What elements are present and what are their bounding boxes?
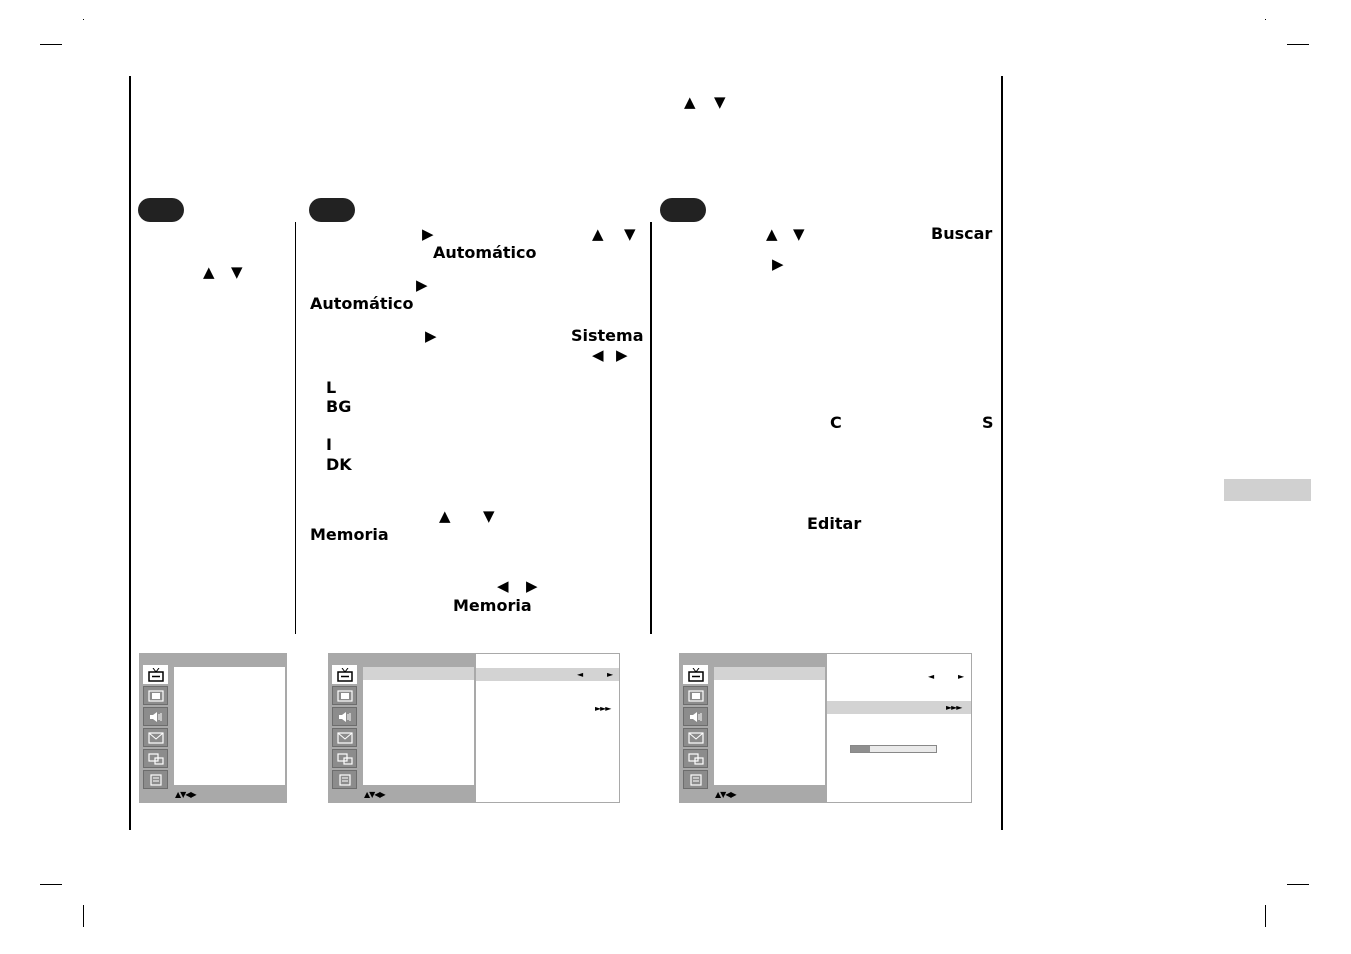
left-arrow-icon: ◀ (497, 577, 509, 595)
step-3-badge (660, 198, 706, 222)
osd-menu-selected-row (714, 667, 825, 680)
time-icon (332, 728, 357, 747)
crop-dot (1265, 19, 1266, 20)
editar-label: Editar (807, 514, 862, 533)
crop-mark (83, 905, 84, 927)
step-2-badge (309, 198, 355, 222)
osd-menu-screen-3: ▲▼◀▶ (679, 653, 827, 803)
automatico-label: Automático (433, 243, 537, 262)
osd-menu-selected-row (363, 667, 474, 680)
system-option-l: L (326, 378, 337, 397)
system-option-bg: BG (326, 397, 352, 416)
right-arrow-icon: ▶ (616, 346, 628, 364)
up-arrow-icon: ▲ (203, 263, 215, 281)
right-arrow-icon: ▶ (425, 327, 437, 345)
osd-nav-hint: ▲▼◀▶ (175, 790, 197, 799)
osd-submenu-panel: ◄ ► ►►► (476, 653, 620, 803)
step-1-badge (138, 198, 184, 222)
screen-icon (143, 770, 168, 789)
right-arrow-icon: ▶ (416, 276, 428, 294)
system-option-i: I (326, 435, 332, 454)
osd-menu-screen-2: ▲▼◀▶ (328, 653, 476, 803)
small-right-arrow-icon: ► (607, 670, 614, 679)
osd-menu-icon-column (683, 665, 711, 791)
search-progress-fill (851, 746, 870, 752)
screen-icon (332, 770, 357, 789)
down-arrow-icon: ▼ (793, 225, 805, 243)
system-option-dk: DK (326, 455, 352, 474)
down-arrow-icon: ▼ (231, 263, 243, 281)
sound-icon (332, 707, 357, 726)
right-arrow-icon: ▶ (526, 577, 538, 595)
sistema-label: Sistema (571, 326, 644, 345)
tv-station-icon (683, 665, 708, 684)
enter-submenu-arrows-icon: ►►► (946, 703, 963, 712)
tv-station-icon (332, 665, 357, 684)
up-arrow-icon: ▲ (439, 507, 451, 525)
osd-menu-list (363, 667, 474, 785)
left-arrow-icon: ◀ (592, 346, 604, 364)
osd-submenu-selected-row (827, 701, 971, 714)
osd-menu-list (174, 667, 285, 785)
special-icon (683, 749, 708, 768)
column-rule-2 (650, 222, 652, 634)
crop-mark (1265, 905, 1266, 927)
enter-submenu-arrows-icon: ►►► (595, 704, 612, 713)
search-progress-bar (850, 745, 937, 753)
crop-mark (40, 44, 62, 45)
osd-nav-hint: ▲▼◀▶ (715, 790, 737, 799)
osd-nav-hint: ▲▼◀▶ (364, 790, 386, 799)
osd-menu-icon-column (332, 665, 360, 791)
page-left-rule (129, 76, 131, 830)
letter-s-label: S (982, 413, 994, 432)
osd-menu-list (714, 667, 825, 785)
crop-mark (1287, 884, 1309, 885)
up-arrow-icon: ▲ (592, 225, 604, 243)
automatico-label: Automático (310, 294, 414, 313)
time-icon (683, 728, 708, 747)
right-arrow-icon: ▶ (772, 255, 784, 273)
page-right-rule (1001, 76, 1003, 830)
crop-dot (83, 19, 84, 20)
screen-icon (683, 770, 708, 789)
crop-mark (40, 884, 62, 885)
down-arrow-icon: ▼ (714, 93, 726, 111)
picture-icon (143, 686, 168, 705)
memoria-label: Memoria (453, 596, 532, 615)
special-icon (332, 749, 357, 768)
sound-icon (143, 707, 168, 726)
osd-menu-icon-column (143, 665, 171, 791)
osd-submenu-panel: ◄ ► ►►► (827, 653, 972, 803)
picture-icon (683, 686, 708, 705)
special-icon (143, 749, 168, 768)
letter-c-label: C (830, 413, 842, 432)
down-arrow-icon: ▼ (624, 225, 636, 243)
picture-icon (332, 686, 357, 705)
small-left-arrow-icon: ◄ (928, 672, 935, 681)
column-rule-1 (295, 222, 296, 634)
small-right-arrow-icon: ► (958, 672, 965, 681)
memoria-label: Memoria (310, 525, 389, 544)
osd-submenu-selected-row (476, 668, 619, 681)
section-tab (1224, 479, 1311, 501)
right-arrow-icon: ▶ (422, 225, 434, 243)
up-arrow-icon: ▲ (684, 93, 696, 111)
small-left-arrow-icon: ◄ (577, 670, 584, 679)
tv-station-icon (143, 665, 168, 684)
sound-icon (683, 707, 708, 726)
time-icon (143, 728, 168, 747)
osd-menu-screen-1: ▲▼◀▶ (139, 653, 287, 803)
buscar-label: Buscar (931, 224, 993, 243)
up-arrow-icon: ▲ (766, 225, 778, 243)
crop-mark (1287, 44, 1309, 45)
down-arrow-icon: ▼ (483, 507, 495, 525)
